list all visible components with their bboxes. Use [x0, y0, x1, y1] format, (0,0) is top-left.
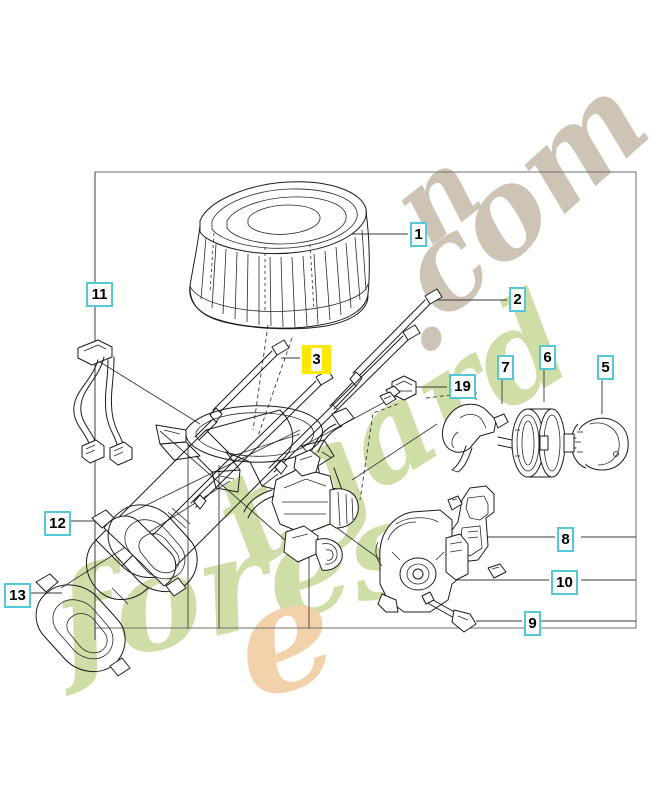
screw-3b: [190, 369, 334, 510]
callout-2[interactable]: 2: [509, 287, 526, 312]
callout-8[interactable]: 8: [557, 527, 574, 552]
callout-3[interactable]: 3: [302, 345, 331, 374]
callout-12[interactable]: 12: [44, 511, 71, 536]
screw-2: [329, 288, 443, 410]
callout-11[interactable]: 11: [86, 282, 113, 307]
part-5-cap: [563, 417, 629, 471]
callout-5[interactable]: 5: [597, 355, 614, 380]
part-cylinder-assembly: [35, 409, 301, 677]
callout-9[interactable]: 9: [524, 611, 541, 636]
part-19-clip: [379, 375, 417, 406]
part-10-housing: [375, 509, 469, 613]
callout-10[interactable]: 10: [551, 570, 578, 595]
callout-1[interactable]: 1: [410, 222, 427, 247]
callout-13[interactable]: 13: [4, 583, 31, 608]
misc-small-parts: [487, 563, 507, 579]
part-fuel-lines: [73, 339, 133, 466]
screw-3: [194, 339, 290, 441]
part-7-choke-lever: [441, 403, 509, 473]
part-long-screws: [190, 288, 443, 510]
part-9-screw: [421, 591, 477, 633]
callout-6[interactable]: 6: [539, 345, 556, 370]
part-6-ring: [497, 408, 566, 478]
callout-19[interactable]: 19: [449, 374, 476, 399]
callout-3-inner: 3: [311, 348, 322, 371]
part-air-filter: [189, 181, 370, 330]
diagram-frame: [94, 171, 637, 629]
callout-7[interactable]: 7: [497, 355, 514, 380]
part-carburetor: [243, 407, 359, 571]
